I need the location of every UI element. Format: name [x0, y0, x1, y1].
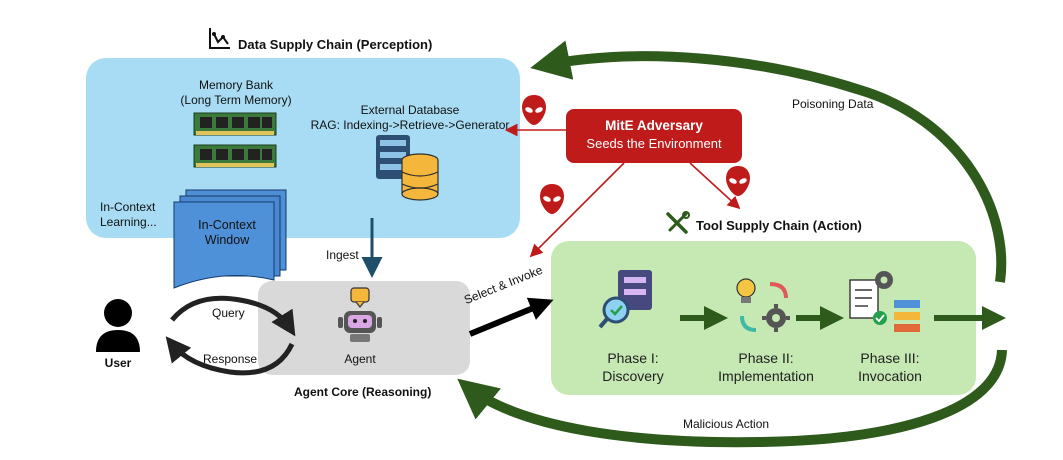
- external-database-line1: External Database: [360, 103, 460, 117]
- robot-icon: [338, 287, 382, 342]
- memory-bank-line1: Memory Bank: [198, 78, 274, 92]
- external-database-label: External Database RAG: Indexing->Retriev…: [300, 103, 520, 133]
- window-line2: Window: [204, 233, 250, 247]
- external-database-line2: RAG: Indexing->Retrieve->Generator: [310, 118, 510, 132]
- user-icon: [96, 299, 140, 352]
- phase-1-line1: Phase I:: [607, 350, 659, 366]
- poisoning-data-arc: [530, 40, 1007, 283]
- database-server-icon: [376, 135, 439, 201]
- context-window-icon: [173, 189, 287, 289]
- select-invoke-arrow: [468, 297, 554, 337]
- phase-2-line2: Implementation: [718, 368, 814, 384]
- poisoning-data-label: Poisoning Data: [792, 97, 874, 111]
- in-context-learning-label: In-Context Learning...: [100, 200, 157, 230]
- memory-bank-line2: (Long Term Memory): [180, 93, 292, 107]
- adversary-subtitle: Seeds the Environment: [586, 136, 722, 151]
- adversary-to-tools-arrow: [689, 162, 741, 210]
- query-label: Query: [212, 306, 245, 320]
- tool-supply-chain-title: Tool Supply Chain (Action): [696, 218, 862, 233]
- phase-2-line1: Phase II:: [738, 350, 794, 366]
- in-context-window-label: In-Context Window: [184, 218, 270, 248]
- response-label: Response: [203, 352, 258, 366]
- memory-bank-icon: [193, 112, 277, 168]
- alien-icon: [540, 184, 564, 214]
- data-supply-chain-title: Data Supply Chain (Perception): [238, 37, 433, 52]
- implementation-icon: [736, 278, 790, 332]
- user-label: User: [104, 356, 132, 370]
- chart-line-icon: [209, 28, 230, 49]
- icl-line1: In-Context: [100, 200, 156, 214]
- icl-line2: Learning...: [100, 215, 157, 229]
- alien-icon: [522, 95, 546, 125]
- phase-1-line2: Discovery: [602, 368, 664, 384]
- response-arrow: [165, 336, 295, 376]
- phase-3-line1: Phase III:: [860, 350, 920, 366]
- ingest-label: Ingest: [326, 248, 359, 262]
- malicious-action-label: Malicious Action: [683, 417, 770, 431]
- invocation-icon: [849, 271, 920, 332]
- adversary-to-agent-arrow: [529, 162, 625, 258]
- phase-invocation-label: Phase III: Invocation: [842, 349, 938, 385]
- alien-icon: [726, 166, 750, 196]
- agent-core-title: Agent Core (Reasoning): [294, 385, 432, 399]
- mite-adversary-box: MitE Adversary Seeds the Environment: [566, 109, 742, 163]
- phase-discovery-label: Phase I: Discovery: [590, 349, 676, 385]
- discovery-icon: [598, 270, 652, 329]
- tools-icon: [666, 211, 690, 234]
- phase-3-line2: Invocation: [858, 368, 922, 384]
- adversary-title: MitE Adversary: [605, 118, 703, 133]
- query-arrow: [170, 295, 296, 337]
- agent-label: Agent: [344, 352, 376, 366]
- malicious-action-arc: [457, 349, 1007, 448]
- phase-implementation-label: Phase II: Implementation: [706, 349, 826, 385]
- window-line1: In-Context: [198, 218, 256, 232]
- memory-bank-label: Memory Bank (Long Term Memory): [176, 78, 296, 108]
